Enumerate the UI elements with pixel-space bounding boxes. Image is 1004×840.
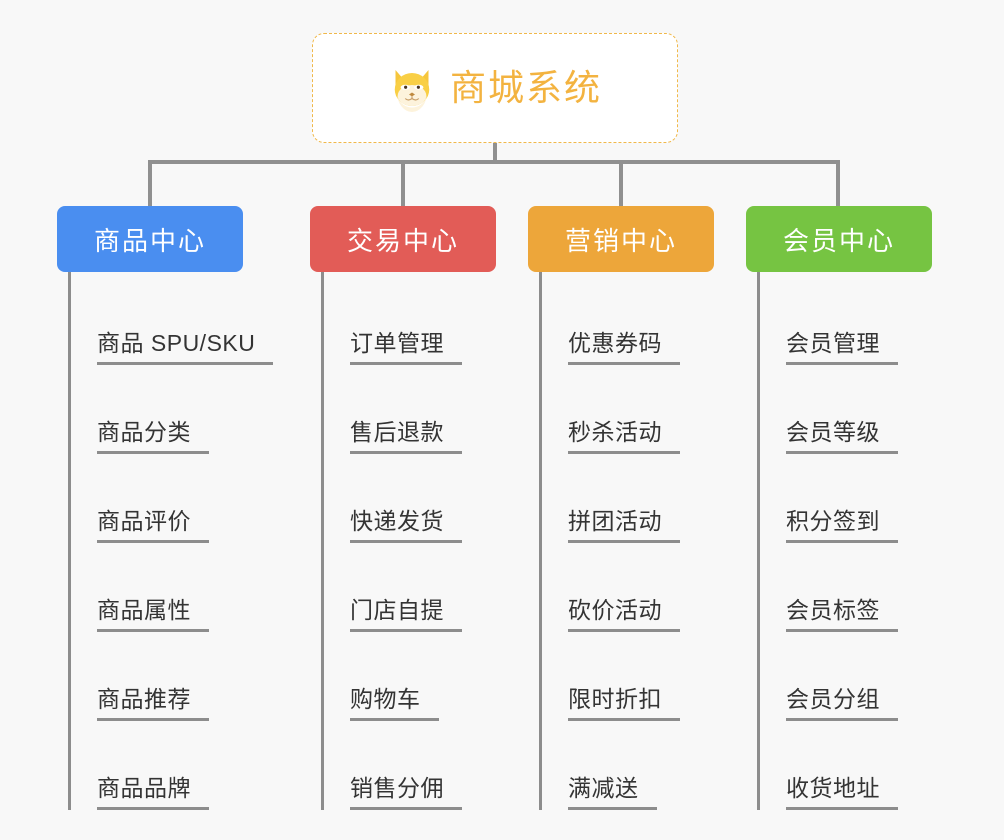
root-node[interactable]: 商城系统 — [312, 33, 678, 143]
leaf-item[interactable]: 秒杀活动 — [528, 365, 714, 454]
category-column-2: 交易中心 订单管理 售后退款 快递发货 门店自提 购物车 销售分佣 — [310, 206, 496, 810]
leaf-label: 商品分类 — [97, 419, 209, 454]
connector-drop-4 — [836, 160, 840, 208]
root-title: 商城系统 — [449, 67, 602, 108]
connector-horizontal-bus — [148, 160, 840, 164]
shiba-dog-face-icon — [394, 70, 430, 112]
leaf-label: 限时折扣 — [568, 686, 680, 721]
leaf-list-1: 商品 SPU/SKU 商品分类 商品评价 商品属性 商品推荐 商品品牌 — [57, 272, 274, 810]
leaf-item[interactable]: 购物车 — [310, 632, 496, 721]
leaf-label: 门店自提 — [350, 597, 462, 632]
leaf-item[interactable]: 门店自提 — [310, 543, 496, 632]
category-header-1[interactable]: 商品中心 — [57, 206, 243, 272]
leaf-label: 会员标签 — [786, 597, 898, 632]
leaf-item[interactable]: 会员标签 — [746, 543, 932, 632]
leaf-label: 会员分组 — [786, 686, 898, 721]
leaf-label: 商品推荐 — [97, 686, 209, 721]
leaf-item[interactable]: 订单管理 — [310, 276, 496, 365]
connector-drop-1 — [148, 160, 152, 208]
category-label-4: 会员中心 — [782, 225, 895, 256]
leaf-item[interactable]: 砍价活动 — [528, 543, 714, 632]
leaf-item[interactable]: 拼团活动 — [528, 454, 714, 543]
leaf-list-2: 订单管理 售后退款 快递发货 门店自提 购物车 销售分佣 — [310, 272, 496, 810]
connector-stem-vertical — [493, 143, 497, 164]
leaf-label: 秒杀活动 — [568, 419, 680, 454]
leaf-label: 满减送 — [568, 775, 657, 810]
leaf-label: 拼团活动 — [568, 508, 680, 543]
leaf-label: 快递发货 — [350, 508, 462, 543]
leaf-item[interactable]: 限时折扣 — [528, 632, 714, 721]
leaf-label: 砍价活动 — [568, 597, 680, 632]
leaf-item[interactable]: 满减送 — [528, 721, 714, 810]
leaf-item[interactable]: 会员分组 — [746, 632, 932, 721]
category-label-3: 营销中心 — [564, 225, 677, 256]
leaf-spine-4 — [757, 272, 760, 810]
leaf-label: 订单管理 — [350, 330, 462, 365]
connector-drop-2 — [401, 160, 405, 208]
leaf-item[interactable]: 商品属性 — [57, 543, 243, 632]
leaf-label: 商品属性 — [97, 597, 209, 632]
category-header-2[interactable]: 交易中心 — [310, 206, 496, 272]
leaf-item[interactable]: 商品推荐 — [57, 632, 243, 721]
connector-drop-3 — [619, 160, 623, 208]
leaf-label: 积分签到 — [786, 508, 898, 543]
leaf-label: 优惠券码 — [568, 330, 680, 365]
leaf-label: 购物车 — [350, 686, 439, 721]
category-header-4[interactable]: 会员中心 — [746, 206, 932, 272]
leaf-label: 会员管理 — [786, 330, 898, 365]
category-column-4: 会员中心 会员管理 会员等级 积分签到 会员标签 会员分组 收货地址 — [746, 206, 932, 810]
leaf-item[interactable]: 商品品牌 — [57, 721, 243, 810]
leaf-label: 销售分佣 — [350, 775, 462, 810]
leaf-list-4: 会员管理 会员等级 积分签到 会员标签 会员分组 收货地址 — [746, 272, 932, 810]
leaf-spine-2 — [321, 272, 324, 810]
leaf-label: 收货地址 — [786, 775, 898, 810]
leaf-item[interactable]: 会员等级 — [746, 365, 932, 454]
category-label-1: 商品中心 — [93, 225, 206, 256]
leaf-item[interactable]: 售后退款 — [310, 365, 496, 454]
leaf-item[interactable]: 快递发货 — [310, 454, 496, 543]
leaf-item[interactable]: 收货地址 — [746, 721, 932, 810]
category-column-3: 营销中心 优惠券码 秒杀活动 拼团活动 砍价活动 限时折扣 满减送 — [528, 206, 714, 810]
leaf-item[interactable]: 销售分佣 — [310, 721, 496, 810]
leaf-label: 商品品牌 — [97, 775, 209, 810]
leaf-item[interactable]: 积分签到 — [746, 454, 932, 543]
leaf-item[interactable]: 优惠券码 — [528, 276, 714, 365]
category-label-2: 交易中心 — [346, 225, 459, 256]
category-header-3[interactable]: 营销中心 — [528, 206, 714, 272]
leaf-spine-3 — [539, 272, 542, 810]
leaf-item[interactable]: 商品评价 — [57, 454, 243, 543]
leaf-label: 会员等级 — [786, 419, 898, 454]
category-column-1: 商品中心 商品 SPU/SKU 商品分类 商品评价 商品属性 商品推荐 商品品牌 — [57, 206, 274, 810]
leaf-label: 商品 SPU/SKU — [97, 330, 274, 365]
leaf-list-3: 优惠券码 秒杀活动 拼团活动 砍价活动 限时折扣 满减送 — [528, 272, 714, 810]
leaf-label: 售后退款 — [350, 419, 462, 454]
leaf-label: 商品评价 — [97, 508, 209, 543]
leaf-spine-1 — [68, 272, 71, 810]
leaf-item[interactable]: 会员管理 — [746, 276, 932, 365]
leaf-item[interactable]: 商品 SPU/SKU — [57, 276, 274, 365]
leaf-item[interactable]: 商品分类 — [57, 365, 243, 454]
